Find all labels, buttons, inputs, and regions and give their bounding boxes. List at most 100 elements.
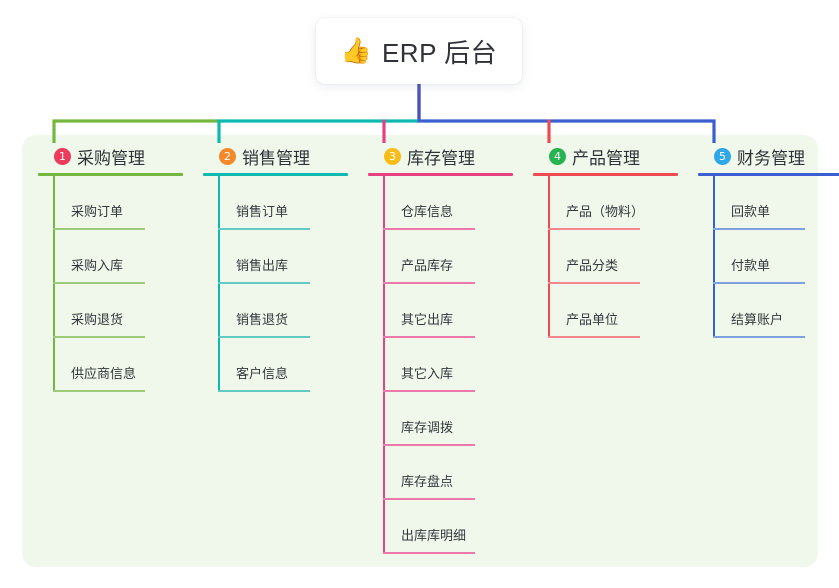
leaf-node[interactable]: 销售出库	[203, 230, 348, 284]
branch-column-2: 2 销售管理销售订单销售出库销售退货客户信息	[203, 143, 348, 392]
leaf-label: 产品单位	[566, 312, 619, 327]
leaf-node[interactable]: 产品（物料）	[533, 176, 678, 230]
leaf-label: 其它入库	[401, 366, 454, 381]
leaf-underline	[383, 228, 475, 230]
leaf-underline	[713, 282, 805, 284]
leaf-spine	[53, 176, 55, 230]
leaf-node[interactable]: 付款单	[698, 230, 839, 284]
leaf-underline	[218, 390, 310, 392]
leaf-underline	[548, 282, 640, 284]
branch-number-badge: 2	[219, 147, 236, 165]
branch-underline	[38, 173, 183, 176]
leaf-label: 付款单	[731, 258, 771, 273]
leaf-underline	[218, 336, 310, 338]
leaf-label: 销售出库	[236, 258, 289, 273]
branch-underline	[698, 173, 839, 176]
leaf-underline	[548, 228, 640, 230]
leaf-underline	[53, 390, 145, 392]
leaf-spine	[383, 338, 385, 392]
branch-column-4: 4 产品管理产品（物料） 产品分类产品单位	[533, 143, 678, 338]
branch-header-2[interactable]: 2 销售管理	[203, 143, 348, 169]
leaf-underline	[383, 552, 475, 554]
leaf-node[interactable]: 出库库明细	[368, 500, 513, 554]
root-title: ERP 后台	[381, 37, 498, 68]
leaf-node[interactable]: 供应商信息	[38, 338, 183, 392]
leaf-label: 库存盘点	[401, 474, 454, 489]
leaf-node[interactable]: 回款单	[698, 176, 839, 230]
leaf-label: 客户信息	[236, 366, 289, 381]
leaf-underline	[383, 498, 475, 500]
leaf-spine	[383, 284, 385, 338]
leaf-node[interactable]: 库存盘点	[368, 446, 513, 500]
leaf-underline	[218, 282, 310, 284]
branch-underline	[533, 173, 678, 176]
leaf-node[interactable]: 采购退货	[38, 284, 183, 338]
leaf-spine	[548, 230, 550, 284]
leaf-node[interactable]: 产品分类	[533, 230, 678, 284]
branch-title: 产品管理	[572, 148, 640, 168]
leaf-underline	[53, 282, 145, 284]
leaf-underline	[548, 336, 640, 338]
leaf-spine	[53, 230, 55, 284]
root-node[interactable]: 👍 ERP 后台	[316, 18, 522, 84]
leaf-node[interactable]: 库存调拨	[368, 392, 513, 446]
leaf-underline	[218, 228, 310, 230]
leaf-label: 结算账户	[731, 312, 784, 327]
leaf-underline	[53, 228, 145, 230]
leaf-label: 回款单	[731, 204, 771, 219]
leaf-underline	[383, 444, 475, 446]
leaf-spine	[53, 338, 55, 392]
branch-column-3: 3 库存管理仓库信息产品库存其它出库其它入库库存调拨库存盘点出库库明细	[368, 143, 513, 554]
branch-title: 库存管理	[407, 148, 475, 168]
leaf-underline	[713, 228, 805, 230]
leaf-spine	[548, 176, 550, 230]
leaf-label: 供应商信息	[71, 366, 137, 381]
leaf-node[interactable]: 产品库存	[368, 230, 513, 284]
leaf-node[interactable]: 采购入库	[38, 230, 183, 284]
branch-column-1: 1 采购管理采购订单采购入库采购退货供应商信息	[38, 143, 183, 392]
leaf-spine	[218, 284, 220, 338]
leaf-spine	[383, 392, 385, 446]
branch-title: 采购管理	[77, 148, 145, 168]
leaf-spine	[383, 176, 385, 230]
leaf-spine	[218, 338, 220, 392]
leaf-spine	[713, 230, 715, 284]
leaf-node[interactable]: 产品单位	[533, 284, 678, 338]
branch-number-badge: 4	[549, 147, 566, 165]
leaf-label: 产品（物料）	[566, 204, 645, 219]
leaf-node[interactable]: 客户信息	[203, 338, 348, 392]
thumbs-up-icon: 👍	[340, 36, 372, 65]
leaf-node[interactable]: 销售订单	[203, 176, 348, 230]
branch-title: 财务管理	[737, 148, 805, 168]
leaf-label: 产品分类	[566, 258, 619, 273]
branch-title: 销售管理	[242, 148, 310, 168]
leaf-spine	[218, 176, 220, 230]
leaf-underline	[383, 390, 475, 392]
leaf-spine	[713, 176, 715, 230]
leaf-spine	[548, 284, 550, 338]
leaf-underline	[383, 336, 475, 338]
leaf-node[interactable]: 其它出库	[368, 284, 513, 338]
leaf-node[interactable]: 结算账户	[698, 284, 839, 338]
leaf-spine	[218, 230, 220, 284]
leaf-underline	[383, 282, 475, 284]
leaf-node[interactable]: 其它入库	[368, 338, 513, 392]
branch-number-badge: 3	[384, 147, 401, 165]
leaf-node[interactable]: 仓库信息	[368, 176, 513, 230]
branch-header-1[interactable]: 1 采购管理	[38, 143, 183, 169]
leaf-label: 产品库存	[401, 258, 454, 273]
leaf-node[interactable]: 销售退货	[203, 284, 348, 338]
leaf-node[interactable]: 采购订单	[38, 176, 183, 230]
leaf-spine	[383, 446, 385, 500]
leaf-label: 仓库信息	[401, 204, 454, 219]
branch-number-badge: 1	[54, 147, 71, 165]
background-panel	[22, 135, 818, 567]
branch-header-3[interactable]: 3 库存管理	[368, 143, 513, 169]
leaf-label: 出库库明细	[401, 528, 467, 543]
leaf-spine	[53, 284, 55, 338]
leaf-spine	[383, 500, 385, 554]
branch-header-4[interactable]: 4 产品管理	[533, 143, 678, 169]
